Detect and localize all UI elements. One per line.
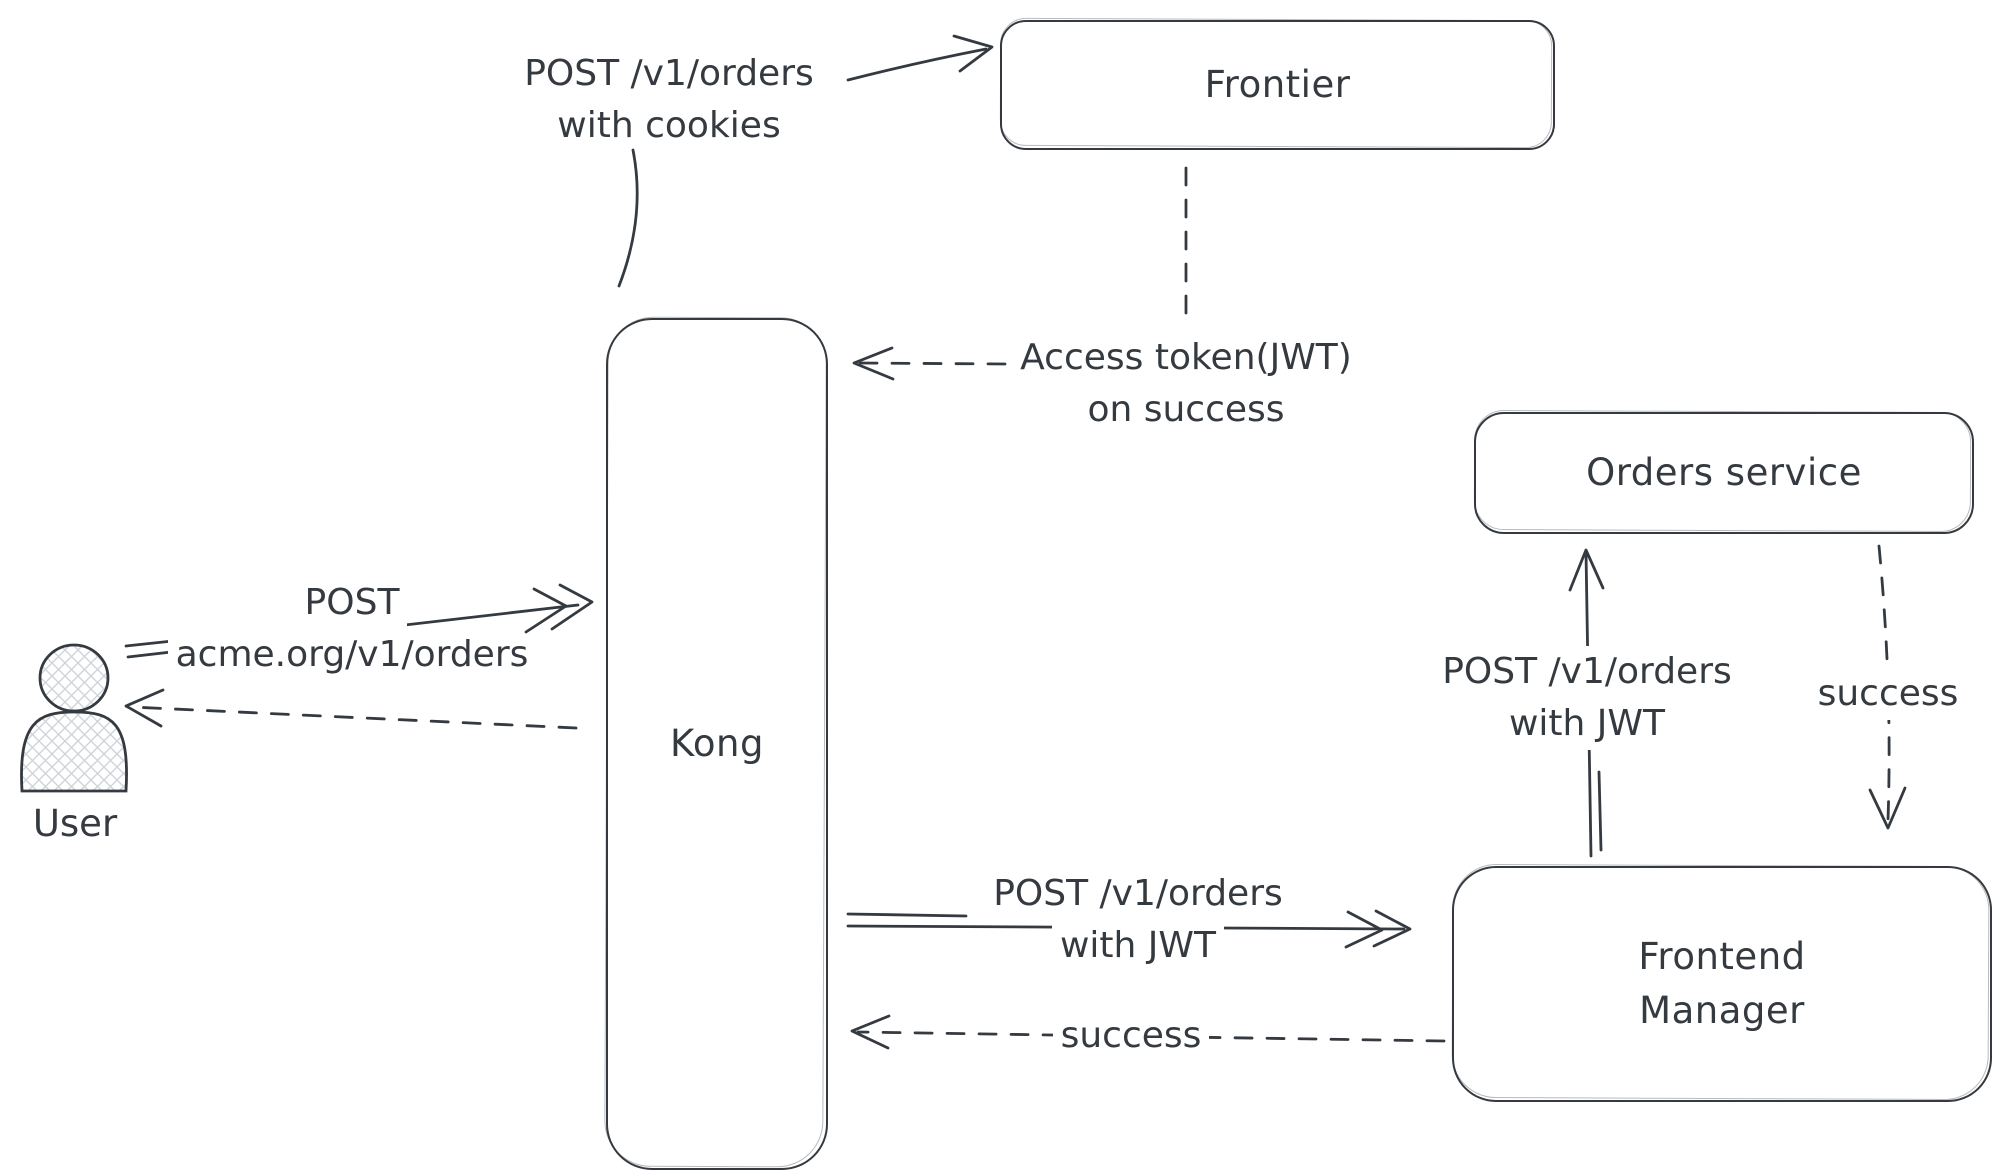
edge-label-kong-to-frontend-manager: POST /v1/orders with JWT <box>938 868 1338 973</box>
edge-label-line: acme.org/v1/orders <box>167 629 537 682</box>
node-orders-service-label: Orders service <box>1586 451 1862 495</box>
node-kong-label: Kong <box>670 722 764 766</box>
arrow-kong-to-user <box>130 705 578 730</box>
edge-label-frontend-manager-to-kong: success <box>1021 1010 1241 1063</box>
node-frontend-manager-label-line1: Frontend <box>1638 935 1806 979</box>
edge-label-frontend-manager-to-orders: POST /v1/orders with JWT <box>1387 646 1787 751</box>
node-frontend-manager: Frontend Manager <box>1452 866 1992 1102</box>
edge-label-line: with JWT <box>1051 920 1225 973</box>
edge-label-line: POST /v1/orders <box>524 53 814 94</box>
edge-label-line: on success <box>1087 389 1285 431</box>
edge-label-line: POST /v1/orders <box>1434 646 1740 699</box>
user-icon <box>20 643 128 793</box>
edge-label-kong-to-frontier: POST /v1/orders with cookies <box>474 48 864 152</box>
edge-label-line: success <box>1052 1010 1210 1063</box>
edge-label-user-to-kong: POST acme.org/v1/orders <box>142 577 562 682</box>
edge-label-line: with cookies <box>557 105 781 147</box>
edge-label-line: POST <box>296 577 408 630</box>
node-kong: Kong <box>606 318 828 1170</box>
node-frontier-label: Frontier <box>1204 63 1351 107</box>
edge-label-line: success <box>1809 668 1967 721</box>
edge-label-line: User <box>32 802 118 845</box>
node-orders-service: Orders service <box>1474 412 1974 534</box>
edge-label-line: POST /v1/orders <box>985 868 1291 921</box>
edge-label-line: with JWT <box>1500 698 1674 751</box>
edge-label-orders-to-frontend-manager: success <box>1778 668 1998 721</box>
arrow-frontier-to-kong <box>856 166 1188 366</box>
node-frontend-manager-label-line2: Manager <box>1639 989 1805 1032</box>
user-label: User <box>10 797 140 851</box>
edge-label-line: Access token(JWT) <box>1020 337 1352 378</box>
node-frontier: Frontier <box>1000 20 1555 150</box>
edge-label-frontier-to-kong: Access token(JWT) on success <box>966 332 1406 436</box>
